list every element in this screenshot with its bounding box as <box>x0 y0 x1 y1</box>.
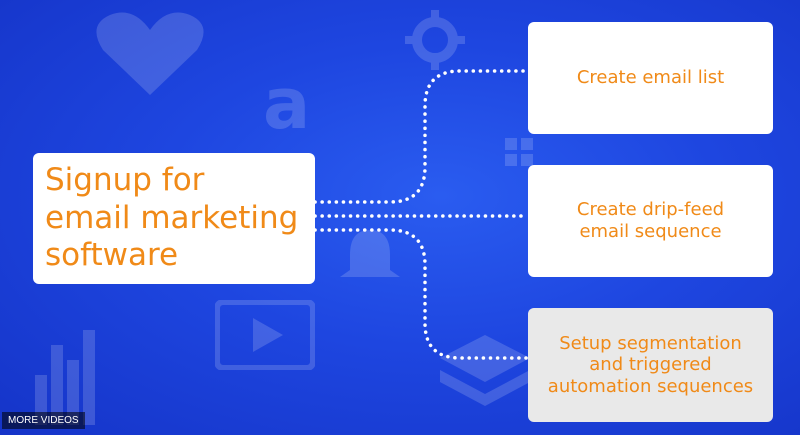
gear-icon <box>405 10 465 70</box>
bar-chart-icon <box>35 330 95 425</box>
heart-icon <box>96 12 204 95</box>
main-node-label: Signup for email marketing software <box>45 162 298 275</box>
video-play-icon <box>215 300 315 370</box>
step-3-line-1: Setup segmentation <box>559 332 742 354</box>
step-3-line-3: automation sequences <box>547 375 754 397</box>
step-2-line-2: email sequence <box>579 221 722 242</box>
step-node-create-email-list: Create email list <box>528 22 773 134</box>
main-node-box: Signup for email marketing software <box>33 153 315 284</box>
amazon-logo-icon: a <box>263 70 310 140</box>
main-node-line-3: software <box>45 237 179 274</box>
connector-to-step-1 <box>313 69 530 204</box>
step-node-drip-feed-sequence: Create drip-feed email sequence <box>528 165 773 277</box>
step-node-segmentation-automation: Setup segmentation and triggered automat… <box>528 308 773 422</box>
more-videos-button[interactable]: MORE VIDEOS <box>2 412 85 429</box>
step-node-label: Setup segmentation and triggered automat… <box>548 333 753 398</box>
main-node-line-2: email marketing <box>45 199 299 236</box>
step-2-line-1: Create drip-feed <box>576 199 725 221</box>
svg-text:a: a <box>263 70 310 140</box>
step-node-label: Create email list <box>577 67 724 89</box>
bell-icon <box>340 230 400 277</box>
grid-icon <box>505 138 533 166</box>
step-node-label: Create drip-feed email sequence <box>577 199 724 242</box>
step-3-line-2: and triggered <box>589 354 712 376</box>
main-node-line-1: Signup for <box>45 161 205 198</box>
connector-to-step-3 <box>313 228 530 360</box>
step-1-line-1: Create email list <box>576 67 725 89</box>
